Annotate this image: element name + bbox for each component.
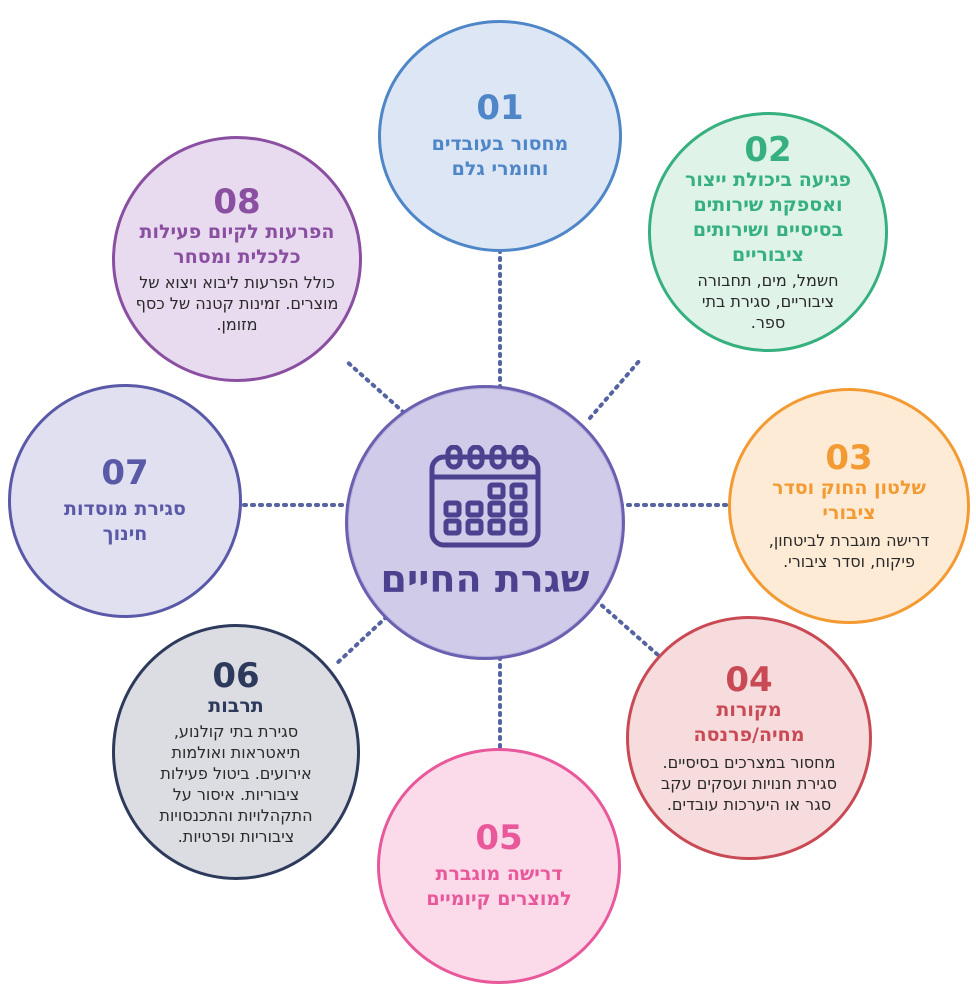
node-06-title: תרבות	[208, 694, 264, 717]
node-07: 07 סגירת מוסדות חינוך	[8, 384, 242, 618]
node-08-description: כולל הפרעות ליבוא ויצוא של מוצרים. זמינו…	[135, 272, 339, 334]
center-circle: שגרת החיים	[345, 385, 625, 660]
node-01-title: מחסור בעובדים וחומרי גלם	[431, 133, 569, 180]
node-08-title: הפרעות לקיום פעילות כלכלית ומסחר	[139, 220, 335, 268]
node-05: 05 דרישה מוגברת למוצרים קיומיים	[377, 748, 621, 984]
node-03: 03 שלטון החוק וסדר ציבורי דרישה מוגברת ל…	[728, 388, 970, 624]
node-05-number: 05	[475, 818, 523, 858]
calendar-icon	[429, 444, 541, 547]
node-03-number: 03	[825, 438, 873, 478]
node-04: 04 מקורות מחיה/פרנסה מחסור במצרכים בסיסי…	[626, 616, 872, 860]
node-07-title: סגירת מוסדות חינוך	[64, 498, 186, 545]
node-03-title: שלטון החוק וסדר ציבורי	[772, 477, 926, 524]
node-04-number: 04	[725, 659, 773, 700]
node-02-description: חשמל, מים, תחבורה ציבוריים, סגירת בתי ספ…	[697, 270, 839, 332]
node-03-description: דרישה מוגברת לביטחון, פיקוח, וסדר ציבורי…	[768, 531, 930, 571]
connector-08	[343, 358, 412, 420]
node-07-number: 07	[101, 453, 149, 493]
connector-02	[588, 358, 642, 420]
node-01-number: 01	[476, 88, 524, 128]
node-04-description: מחסור במצרכים בסיסיים. סגירת חנויות ועסק…	[661, 752, 837, 814]
node-06-number: 06	[212, 655, 260, 696]
node-06: 06 תרבות סגירת בתי קולנוע, תיאטראות ואול…	[112, 624, 360, 880]
node-08: 08 הפרעות לקיום פעילות כלכלית ומסחר כולל…	[112, 136, 362, 382]
center-title: שגרת החיים	[380, 556, 590, 601]
node-02: 02 פגיעה ביכולת ייצור ואספקת שירותים בסי…	[648, 112, 888, 352]
node-02-number: 02	[744, 129, 792, 170]
node-02-title: פגיעה ביכולת ייצור ואספקת שירותים בסיסיי…	[684, 168, 851, 266]
node-08-number: 08	[213, 181, 261, 222]
node-01: 01 מחסור בעובדים וחומרי גלם	[378, 20, 622, 252]
node-04-title: מקורות מחיה/פרנסה	[693, 698, 805, 746]
node-06-description: סגירת בתי קולנוע, תיאטראות ואולמות אירוע…	[159, 721, 313, 846]
node-05-title: דרישה מוגברת למוצרים קיומיים	[426, 863, 572, 910]
